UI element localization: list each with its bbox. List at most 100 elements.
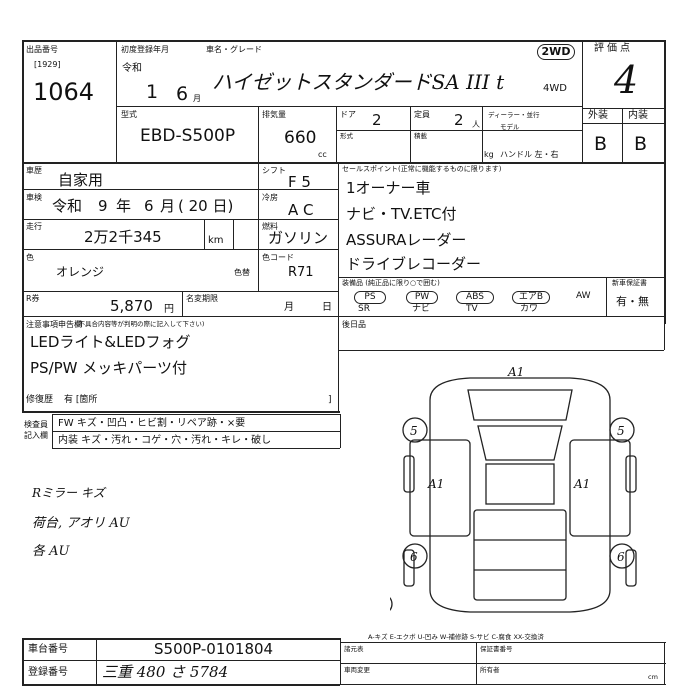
equip-sr: SR: [358, 304, 370, 314]
notes-label: 注意事項申告欄: [26, 320, 82, 329]
shift-value: F 5: [288, 173, 311, 191]
repair-value: 有 [箇所: [64, 395, 98, 405]
mark-rear-left: 6: [410, 550, 418, 564]
lot-sub: [1929]: [34, 60, 61, 69]
chassis-value: S500P-0101804: [154, 640, 274, 658]
mark-front-right: 5: [617, 424, 625, 438]
inspection-month-unit: 月: [160, 197, 176, 215]
new-car-warranty-label: 新車保証書: [612, 279, 647, 287]
displacement-label: 排気量: [262, 110, 286, 119]
inspection-year-unit: 年: [116, 197, 132, 215]
name-label: 車名・グレード: [206, 45, 262, 54]
car-name: ハイゼットスタンダードSA III t: [212, 70, 505, 94]
load-label: 積載: [414, 132, 427, 140]
repair-label: 修復歴: [26, 395, 54, 405]
grade-label: 評価点: [594, 43, 633, 54]
drive-2wd: 2WD: [537, 44, 575, 60]
dealer-label: ディーラー・並行: [488, 111, 540, 119]
note-line-1: LEDライト&LEDフォグ: [30, 333, 191, 351]
mark-front-left: 5: [410, 424, 418, 438]
chassis-label: 車台番号: [28, 644, 68, 655]
handle-label: ハンドル 左・右: [500, 150, 559, 159]
grade-value: 4: [614, 58, 639, 102]
model-value: EBD-S500P: [140, 126, 236, 146]
recycle-value: 5,870: [110, 297, 153, 315]
drive-4wd: 4WD: [543, 83, 567, 94]
history-label: 車歴: [26, 166, 42, 175]
left-door: [409, 439, 471, 537]
sales-point-3: ASSURAレーダー: [346, 231, 467, 249]
equipment-label: 装備品 (純正品に限り○で囲む): [342, 279, 440, 287]
ac-value: A C: [288, 201, 314, 219]
sales-point-1: 1オーナー車: [346, 179, 431, 197]
ac-label: 冷房: [262, 193, 278, 202]
doors-value: 2: [372, 111, 382, 129]
inspector-row-1: FW キズ・凹凸・ヒビ割・リペア跡・×要: [58, 418, 246, 429]
fuel-label: 燃料: [262, 222, 278, 231]
repair-close: ]: [328, 395, 332, 405]
cc-unit: cc: [318, 150, 327, 159]
inspection-day: ( 20 日): [178, 197, 234, 215]
notes-sub: (不具合内容等が判明の際に記入して下さい): [76, 320, 205, 328]
doors-label: ドア: [340, 110, 356, 119]
capacity-value: 2: [454, 111, 464, 129]
equip-abs: ABS: [456, 291, 494, 304]
displacement-value: 660: [284, 128, 317, 148]
mark-rear-right: 6: [617, 550, 625, 564]
int-label: 内装: [628, 110, 648, 121]
mark-circle-rr: [609, 543, 635, 569]
recycle-label: R券: [26, 294, 40, 303]
mark-top: A1: [507, 365, 524, 379]
inspection-era: 令和: [52, 197, 83, 215]
equip-tv: TV: [466, 304, 478, 314]
note-line-2: PS/PW メッキパーツ付: [30, 359, 187, 377]
inspection-year: 9: [98, 197, 108, 215]
front-panel: [467, 389, 573, 421]
color-change-label: 色替: [234, 268, 250, 277]
cm-unit: cm: [648, 673, 658, 681]
mileage-label: 走行: [26, 222, 42, 231]
mark-circle-fr: [609, 417, 635, 443]
handwritten-note-1: Rミラー キズ: [32, 486, 105, 500]
model-label: 型式: [121, 110, 137, 119]
equip-airbag: エアB: [512, 291, 550, 304]
inspection-month: 6: [144, 197, 154, 215]
color-value: オレンジ: [56, 265, 105, 279]
sales-points-label: セールスポイント(正常に機能するものに限ります): [342, 165, 502, 173]
inspector-row-2: 内装 キズ・汚れ・コゲ・穴・汚れ・キレ・破し: [58, 435, 272, 446]
history-value: 自家用: [58, 171, 104, 189]
reg-month: 6: [176, 83, 189, 105]
after-label: 後日品: [342, 320, 366, 329]
km-unit: km: [208, 235, 224, 246]
ext-label: 外装: [588, 110, 608, 121]
color-code-value: R71: [288, 265, 314, 280]
color-label: 色: [26, 253, 34, 262]
cargo-bed: [473, 509, 567, 601]
owner-label: 所有者: [480, 666, 500, 674]
inspector-label-2: 記入欄: [24, 431, 48, 440]
model-name-label: モデル: [500, 123, 520, 131]
name-change-day: 日: [322, 302, 332, 313]
int-grade: B: [634, 133, 648, 155]
person-unit: 人: [472, 120, 480, 129]
mark-right-door: A1: [573, 477, 590, 491]
heavy-label: 形式: [340, 132, 353, 140]
lot-label: 出品番号: [26, 45, 58, 54]
windshield: [477, 425, 563, 461]
mark-left-door: A1: [427, 477, 444, 491]
mark-circle-rl: [402, 543, 428, 569]
equip-ps: PS: [354, 291, 386, 304]
fuel-value: ガソリン: [268, 229, 329, 247]
color-code-label: 色コード: [262, 253, 294, 262]
mark-circle-fl: [402, 417, 428, 443]
equip-aw: AW: [576, 291, 591, 301]
lot-number: 1064: [33, 78, 95, 106]
mark-circle-spare: [390, 596, 393, 612]
equip-leather: カワ: [520, 304, 539, 314]
damage-legend: A-キズ E-エクボ U-凹み W-補修跡 S-サビ C-腐食 XX-交換済: [368, 633, 544, 641]
era: 令和: [122, 63, 142, 74]
right-door: [569, 439, 631, 537]
equip-navi: ナビ: [412, 304, 431, 314]
reg-value: 三重 480 さ 5784: [102, 663, 229, 681]
mileage-value: 2万2千345: [84, 228, 162, 246]
